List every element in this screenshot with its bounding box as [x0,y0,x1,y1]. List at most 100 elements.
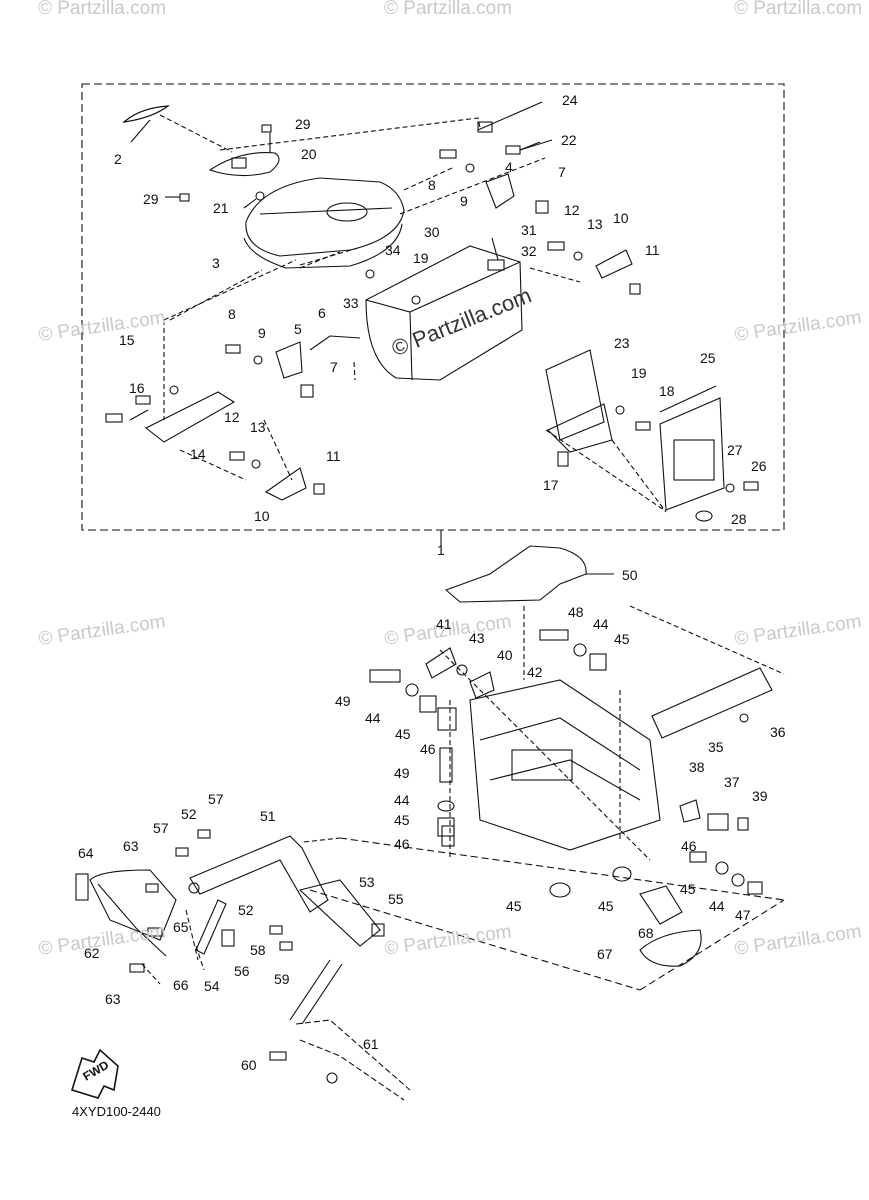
callout-label: 11 [645,242,660,258]
callout-label: 64 [78,845,94,861]
callout-label: 35 [708,739,724,755]
callout-label: 49 [335,693,351,709]
callout-label: 59 [274,971,290,987]
reflector-housing [659,397,725,511]
callout-label: 40 [497,647,513,663]
callout-label: 45 [680,881,696,897]
callout-label: 17 [543,477,559,493]
callout-label: 57 [208,791,224,807]
callout-label: 43 [469,630,485,646]
callout-label: 12 [224,409,240,425]
callout-label: 61 [363,1036,379,1052]
callout-label: 63 [123,838,139,854]
callout-label: 8 [228,306,236,322]
callout-label: 33 [343,295,359,311]
callout-label: 50 [622,567,638,583]
callout-label: 8 [428,177,436,193]
callout-label: 15 [119,332,135,348]
callout-label: 29 [143,191,159,207]
callout-label: 67 [597,946,613,962]
callout-label: 42 [527,664,543,680]
callout-label: 16 [129,380,145,396]
side-bracket [651,667,773,739]
callout-label: 36 [770,724,786,740]
fwd-label: FWD [81,1058,112,1084]
callout-label: 47 [735,907,751,923]
callout-label: 12 [564,202,580,218]
callout-label: 46 [420,741,436,757]
callout-label: 39 [752,788,768,804]
callout-label: 66 [173,977,189,993]
callout-label: 11 [326,448,341,464]
callout-label: 56 [234,963,250,979]
callout-label: 62 [84,945,100,961]
callout-label: 63 [105,991,121,1007]
callout-label: 7 [330,359,338,375]
callout-label: 60 [241,1057,257,1073]
callout-label: 27 [727,442,743,458]
callout-label: 58 [250,942,266,958]
callout-label: 14 [190,446,206,462]
callout-label: 44 [593,616,609,632]
callout-label: 41 [436,616,452,632]
callout-label: 54 [204,978,220,994]
callout-label: 52 [238,902,254,918]
callout-label: 4 [505,159,513,175]
callout-label: 9 [460,193,468,209]
diagram-code: 4XYD100-2440 [72,1104,161,1119]
callout-label: 49 [394,765,410,781]
callout-label: 23 [614,335,630,351]
callout-label: 48 [568,604,584,620]
callout-label: 31 [521,222,537,238]
callout-label: 19 [413,250,429,266]
callout-label: 44 [709,898,725,914]
emblem-part [122,105,170,123]
callout-label: 7 [558,164,566,180]
callout-label: 68 [638,925,654,941]
callout-label: 20 [301,146,317,162]
callout-label: 29 [295,116,311,132]
callout-label: 44 [365,710,381,726]
callout-label: 10 [613,210,629,226]
callout-label: 5 [294,321,302,337]
callout-label: 45 [394,812,410,828]
callout-label: 46 [394,836,410,852]
saddlebag-body [365,245,523,381]
callout-label: 19 [631,365,647,381]
callout-label: 45 [598,898,614,914]
callout-label: 3 [212,255,220,271]
callout-label: 1 [437,542,445,558]
callout-label: 37 [724,774,740,790]
callout-label: 13 [250,419,266,435]
callout-label: 24 [562,92,578,108]
assembly-frame [81,83,785,531]
fwd-arrow-icon [70,1048,119,1099]
callout-label: 55 [388,891,404,907]
callout-label: 57 [153,820,169,836]
lid-emblem-plate [208,152,280,177]
callout-label: 45 [395,726,411,742]
callout-label: 45 [506,898,522,914]
callout-label: 30 [424,224,440,240]
callout-label: 65 [173,919,189,935]
grab-bar [89,869,177,941]
callout-label: 22 [561,132,577,148]
callout-label: 18 [659,383,675,399]
callout-label: 34 [385,242,401,258]
callout-label: 44 [394,792,410,808]
callout-label: 21 [213,200,229,216]
seat-pad [444,545,587,603]
callout-label: 52 [181,806,197,822]
callout-label: 28 [731,511,747,527]
callout-label: 45 [614,631,630,647]
callout-label: 51 [260,808,276,824]
carrier-frame [189,835,329,913]
callout-label: 32 [521,243,537,259]
bottom-pad [639,929,702,967]
callout-label: 26 [751,458,767,474]
callout-label: 46 [681,838,697,854]
callout-label: 25 [700,350,716,366]
inner-box [469,679,661,851]
hinge-base [144,391,236,443]
